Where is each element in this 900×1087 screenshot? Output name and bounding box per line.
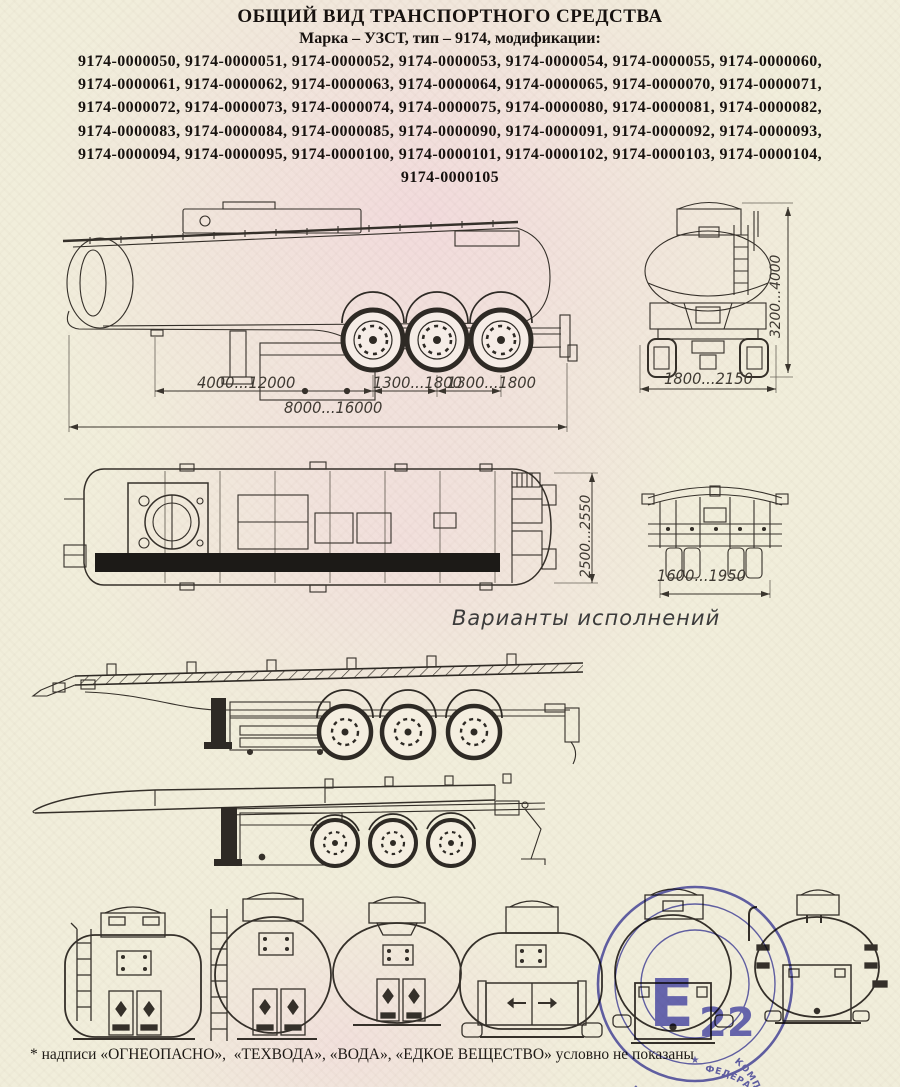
modification-line: 9174-0000061, 9174-0000062, 9174-0000063…: [77, 76, 823, 94]
header: ОБЩИЙ ВИД ТРАНСПОРТНОГО СРЕДСТВА Марка –…: [0, 0, 900, 189]
modification-line: 9174-0000072, 9174-0000073, 9174-0000074…: [77, 99, 823, 117]
footnote: * надписи «ОГНЕОПАСНО», «ТЕХВОДА», «ВОДА…: [30, 1046, 694, 1063]
tank-variant-4: [459, 900, 603, 1038]
support-foot: [214, 859, 242, 866]
drawing-chassis-side-view-1: [31, 653, 584, 765]
stamp-center-letter: Е: [649, 965, 694, 1042]
tank-variant-1: [64, 906, 202, 1040]
dimension-label-plan-width: 2500...2550: [578, 494, 594, 578]
extension-lines: [639, 202, 793, 393]
drawing-tanker-side-view: [62, 201, 578, 432]
modification-line: 9174-0000050, 9174-0000051, 9174-0000052…: [77, 53, 823, 70]
stamp-outer-ring-text: ФЕДЕРАЛЬНОЕ АГЕНТСТВО ПО ТЕХНИЧЕСКОМУ РЕ…: [600, 1064, 790, 1087]
drawing-tank-variants-row: [64, 888, 888, 1044]
stamp-star: ★: [691, 1055, 700, 1066]
dimension-label-overall-length: 8000...16000: [284, 398, 383, 417]
dimension-label-overall-height: 3200...4000: [768, 254, 784, 338]
tank-variant-6: [748, 889, 888, 1024]
tank-variant-2: [210, 892, 332, 1041]
modification-line: 9174-0000094, 9174-0000095, 9174-0000100…: [77, 145, 823, 163]
svg-text:ФЕДЕРАЛЬНОЕ АГЕНТСТВО ПО ТЕХНИ: ФЕДЕРАЛЬНОЕ АГЕНТСТВО ПО ТЕХНИЧЕСКОМУ РЕ…: [600, 1064, 790, 1087]
support-leg: [211, 698, 226, 744]
dimension-label-rear-width: 1800...2150: [664, 369, 753, 388]
tank-variant-3: [332, 896, 462, 1026]
support-foot: [204, 742, 232, 749]
modification-line: 9174-0000105: [400, 169, 500, 187]
extension-lines: [68, 335, 568, 432]
dimension-lines: [640, 207, 791, 392]
support-leg: [221, 807, 237, 859]
page-title: ОБЩИЙ ВИД ТРАНСПОРТНОГО СРЕДСТВА: [237, 6, 663, 27]
walkway-strip: [95, 553, 500, 572]
drawing-chassis-side-view-2: [32, 773, 546, 868]
modification-list: 9174-0000050, 9174-0000051, 9174-0000052…: [0, 50, 900, 189]
tank-variant-5: [612, 888, 734, 1044]
drawing-chassis-rear-view: [641, 485, 789, 598]
drawing-tanker-rear-view: [639, 202, 793, 393]
dimension-label-kingpin-to-first-axle: 4000...12000: [197, 373, 296, 392]
variants-caption: Варианты исполнений: [452, 606, 721, 630]
dimension-label-frame-width: 1600...1950: [657, 566, 746, 585]
dimension-label-axle-spacing-2: 1300...1800: [447, 373, 536, 392]
modification-line: 9174-0000083, 9174-0000084, 9174-0000085…: [77, 122, 823, 140]
approval-stamp: ФЕДЕРАЛЬНОЕ АГЕНТСТВО ПО ТЕХНИЧЕСКОМУ РЕ…: [596, 885, 794, 1087]
dimension-label-axle-spacing-1: 1300...1800: [373, 373, 462, 392]
stamp-center-number: 22: [699, 1000, 755, 1046]
dimension-lines: [69, 388, 567, 430]
drawing-tanker-plan-view: [63, 461, 598, 593]
page-subtitle: Марка – УЗСТ, тип – 9174, модификации:: [299, 30, 601, 47]
